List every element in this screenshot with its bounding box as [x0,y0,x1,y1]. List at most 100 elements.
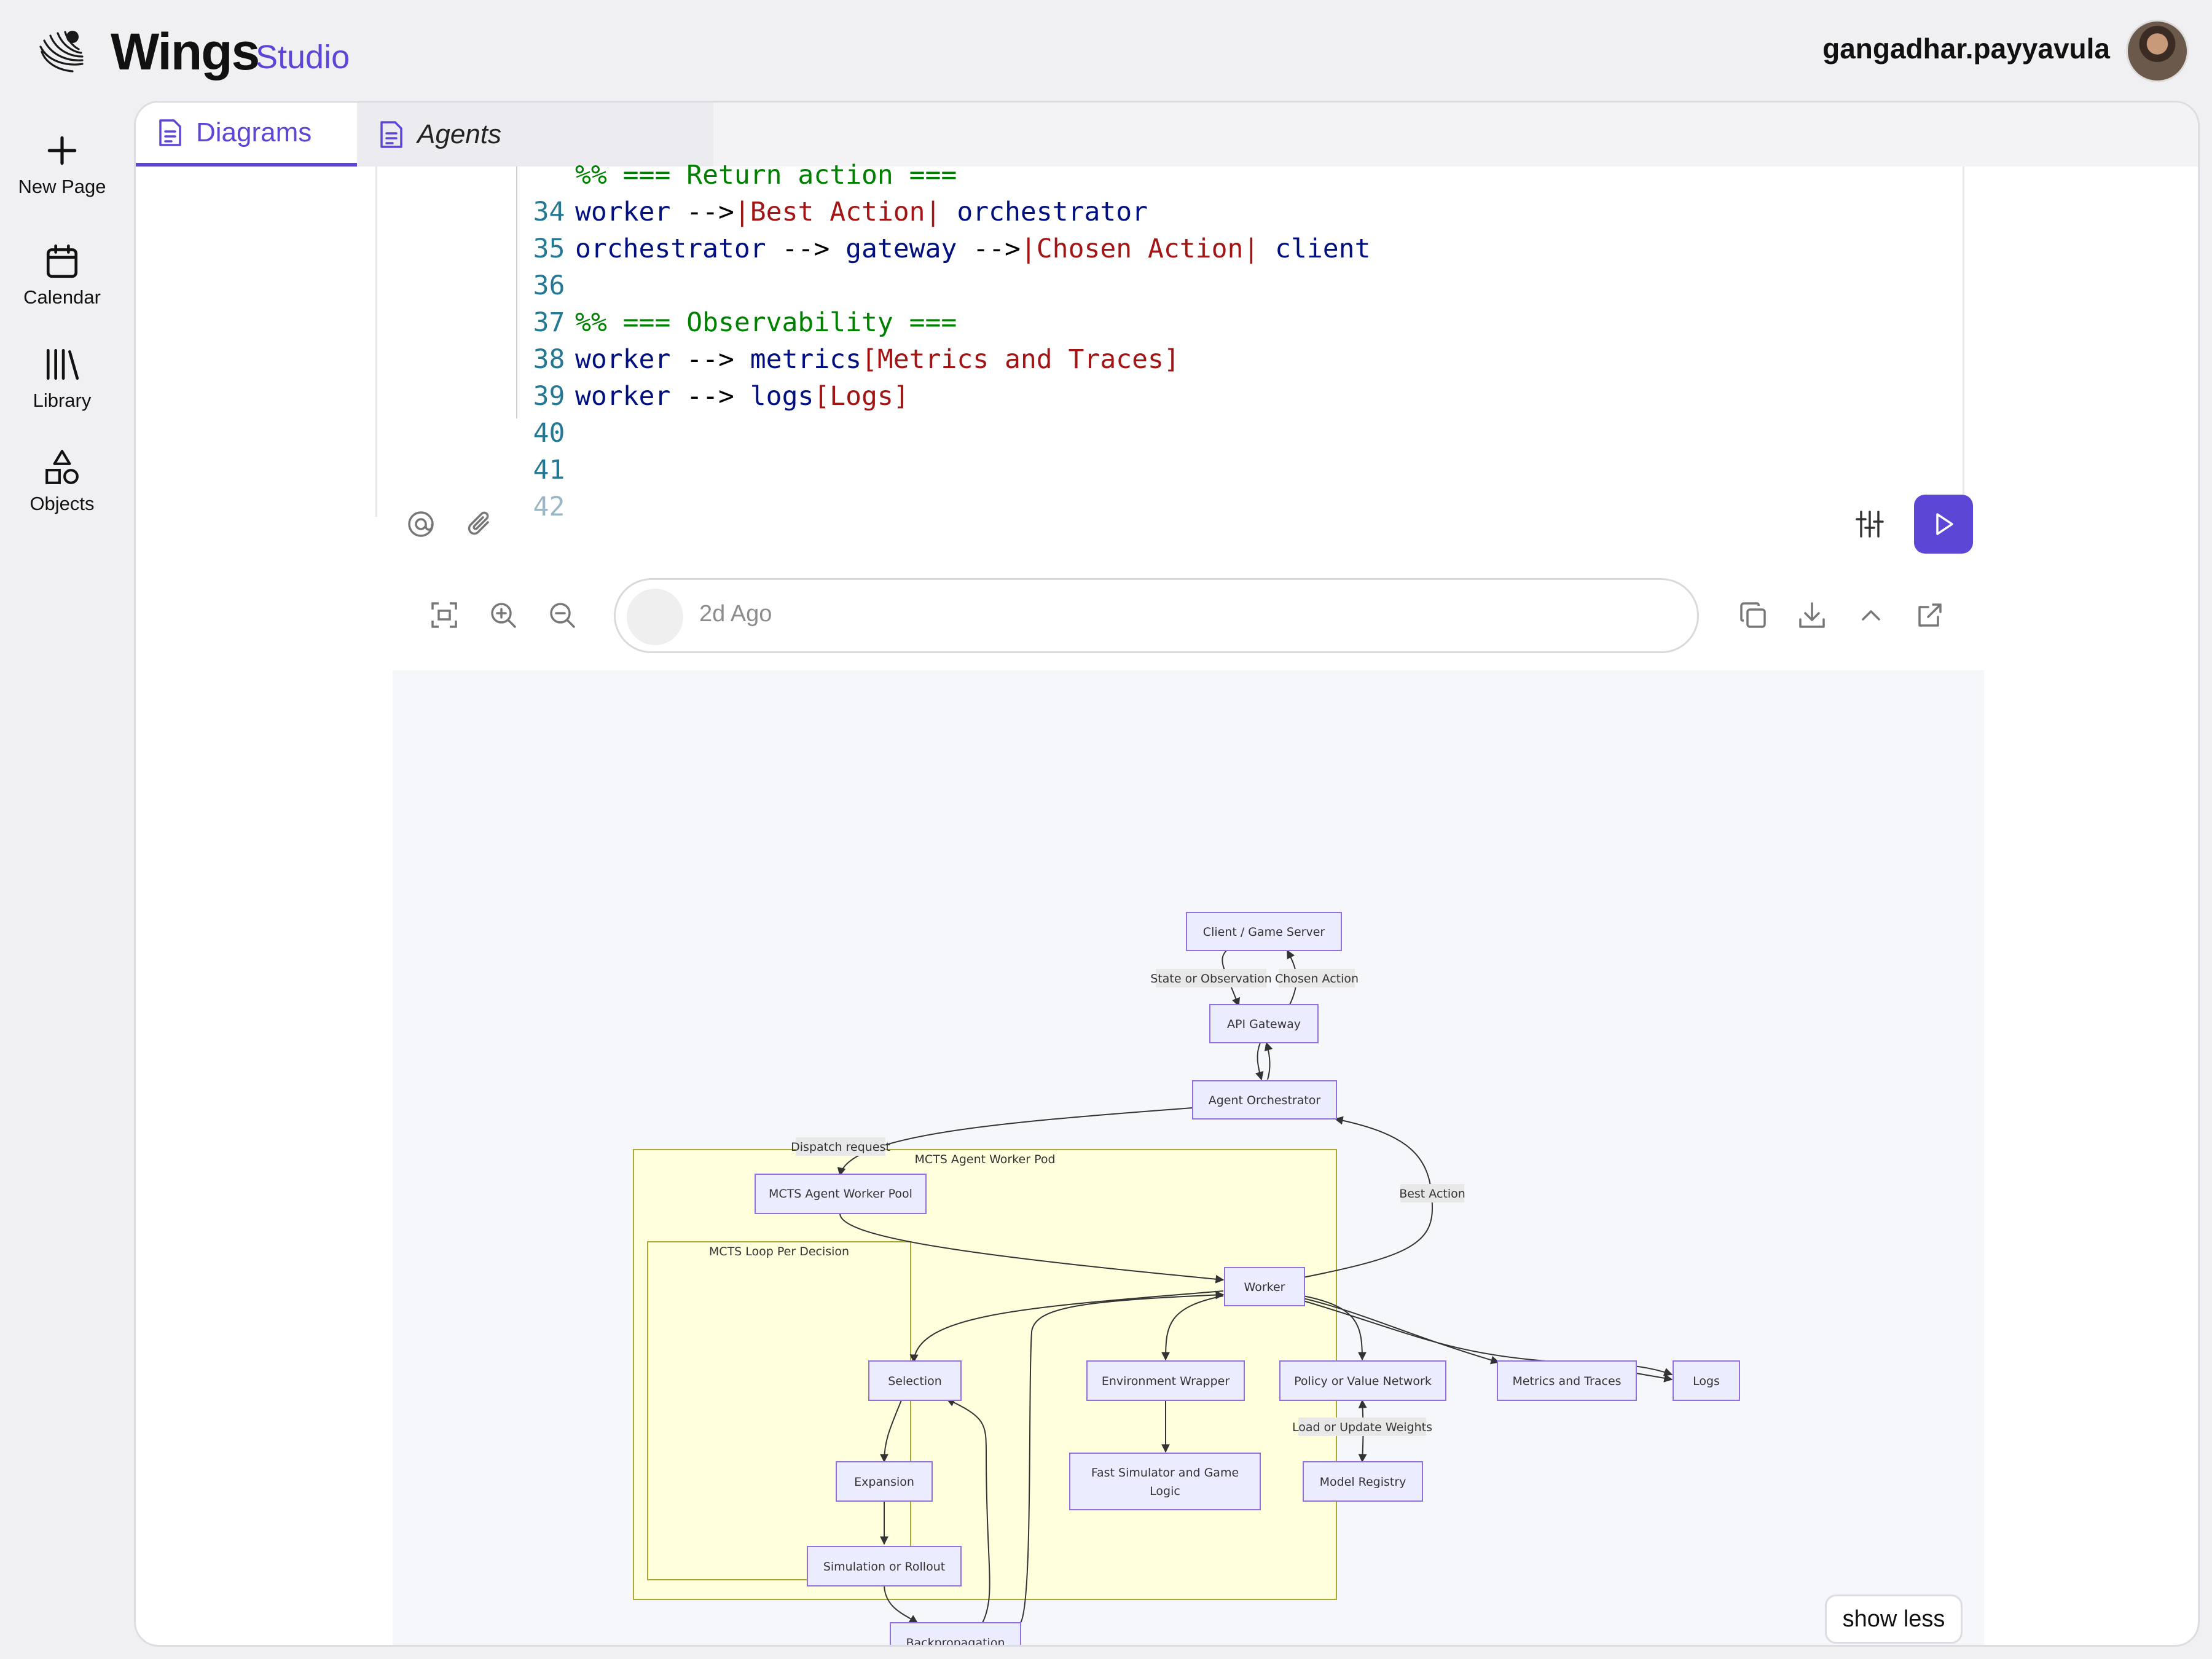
document-icon [380,121,402,148]
sidebar-item-label: Calendar [23,286,101,308]
node-orchestrator [1192,1080,1337,1120]
code-text: worker --> metrics[Metrics and Traces] [575,344,1180,375]
diagram-canvas[interactable]: MCTS Agent Worker Pod MCTS Loop Per Deci… [393,670,1984,1645]
collapse-button[interactable] [1853,597,1889,633]
fit-view-button[interactable] [426,597,463,633]
node-logs [1673,1360,1740,1401]
node-label: Metrics and Traces [1512,1375,1621,1388]
copy-button[interactable] [1735,597,1771,633]
edge [1303,1298,1500,1365]
sidebar-item-library[interactable]: Library [0,345,124,412]
edge [1020,1290,1225,1623]
sliders-icon [1856,511,1884,538]
sidebar-item-label: New Page [18,176,106,197]
node-policy-network [1279,1360,1446,1401]
sidebar-item-label: Library [33,390,92,411]
edge-label: State or Observation [1150,972,1272,986]
node-label: MCTS Agent Worker Pool [769,1187,912,1201]
version-timestamp: 2d Ago [699,601,772,627]
node-selection [868,1360,962,1401]
node-label: Logic [1150,1484,1180,1498]
version-avatar [627,589,683,645]
node-label: Expansion [854,1475,914,1489]
node-label: Fast Simulator and Game [1091,1466,1239,1480]
code-line: 42 [377,452,565,522]
node-gateway [1209,1004,1319,1043]
version-history-bar[interactable]: 2d Ago [614,578,1699,653]
copy-icon [1740,602,1766,628]
node-client [1186,912,1342,951]
node-label: Logs [1693,1375,1720,1388]
node-label: API Gateway [1227,1018,1301,1031]
node-label: Model Registry [1320,1475,1406,1489]
settings-sliders-button[interactable] [1851,506,1888,543]
library-books-icon [46,348,79,380]
edge-label: Best Action [1399,1187,1465,1201]
edge [1303,1116,1433,1278]
node-metrics [1497,1360,1637,1401]
node-label: Policy or Value Network [1294,1375,1432,1388]
node-worker [1224,1267,1305,1306]
edge [1222,950,1241,1007]
tab-diagrams[interactable]: Diagrams [136,103,357,167]
calendar-icon [46,244,78,278]
edge-label-bg [796,1137,885,1156]
node-model-registry [1303,1461,1423,1502]
brand-subtitle: Studio [256,39,350,76]
node-expansion [836,1461,933,1502]
external-link-icon [1918,603,1942,627]
download-button[interactable] [1794,597,1830,633]
sidebar-item-label: Objects [29,493,95,514]
edge-label: Dispatch request [791,1140,890,1154]
zoom-in-button[interactable] [485,597,522,633]
run-button[interactable] [1914,495,1973,554]
sidebar-item-objects[interactable]: Objects [0,449,124,515]
node-label: Simulation or Rollout [823,1560,945,1574]
edge [909,1290,1224,1363]
chevron-up-icon [1862,610,1880,621]
node-fast-simulator [1069,1453,1261,1510]
line-number: 37 [533,307,565,338]
edge-label: Chosen Action [1275,972,1359,986]
tab-agents[interactable]: Agents [357,103,713,167]
shapes-icon [45,450,79,484]
node-label: Client / Game Server [1203,925,1325,939]
show-less-button[interactable]: show less [1825,1594,1963,1644]
code-editor[interactable]: 34 %% === Return action === 35 worker --… [375,160,1964,522]
line-number: 38 [533,344,565,375]
mention-button[interactable] [402,506,439,543]
open-external-button[interactable] [1912,597,1948,633]
download-icon [1799,602,1825,628]
code-text: orchestrator --> gateway -->|Chosen Acti… [575,233,1371,264]
code-text: %% === Observability === [575,307,957,338]
edge [1303,1295,1367,1361]
code-line: 34 %% === Return action === [377,157,957,227]
subgraph-label: MCTS Loop Per Decision [709,1245,849,1258]
edge [839,1213,1225,1284]
sidebar-item-calendar[interactable]: Calendar [0,242,124,308]
node-backprop [890,1622,1021,1645]
sidebar-item-new-page[interactable]: New Page [0,131,124,198]
edge [1161,1295,1224,1361]
phoenix-wing-logo-icon [39,31,84,73]
line-number: 42 [533,492,565,522]
brand-title: Wings [111,23,260,80]
flowchart-diagram: MCTS Agent Worker Pod MCTS Loop Per Deci… [633,912,1740,1645]
edge [1303,1300,1673,1376]
node-label: Environment Wrapper [1102,1375,1230,1388]
zoom-in-icon [491,603,516,628]
zoom-out-button[interactable] [544,597,581,633]
code-line: 38 %% === Observability === [377,304,957,375]
code-line: 36 orchestrator --> gateway -->|Chosen A… [377,230,1371,301]
code-line: 37 [377,267,565,338]
edge [837,1107,1193,1177]
avatar[interactable] [2126,20,2189,82]
line-number: 39 [533,381,565,412]
node-label: Worker [1244,1281,1285,1294]
subgraph-mcts-loop [647,1241,911,1580]
edge-label: Load or Update Weights [1292,1421,1432,1434]
edge-label-bg [1156,969,1266,987]
username-label[interactable]: gangadhar.payyavula [1822,33,2110,65]
node-worker-pool [755,1174,927,1214]
attach-button[interactable] [461,506,498,543]
